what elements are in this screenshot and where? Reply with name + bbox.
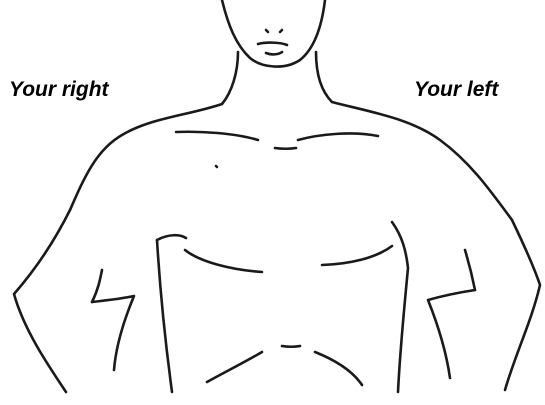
arm-right-inner-upper [465, 250, 475, 290]
clavicle-right [298, 133, 378, 140]
patient-right-label: Your right [9, 79, 109, 100]
arm-left-inner [92, 296, 134, 370]
rib-line-right [315, 352, 362, 385]
neck-right [316, 52, 332, 102]
shoulder-right-outline [332, 102, 512, 220]
lower-lip [266, 52, 282, 54]
shoulder-left-outline [70, 104, 222, 210]
armpit-left [157, 235, 186, 240]
arm-left-outer [14, 210, 70, 392]
arm-left-inner-upper [92, 270, 102, 302]
arm-right-inner [428, 290, 475, 378]
pectoral-right [322, 246, 392, 265]
patient-left-label: Your left [414, 79, 498, 100]
chest-dot [216, 166, 217, 167]
nose-left [266, 30, 268, 32]
neck-left [222, 52, 238, 104]
rib-line-left [207, 352, 262, 382]
torso-left-side [157, 240, 172, 392]
arm-right-outer [505, 220, 540, 390]
torso-right-side [392, 222, 408, 392]
clavicle-left [176, 132, 258, 140]
pectoral-left [185, 250, 262, 272]
nose-right [280, 30, 282, 32]
navel-line [282, 346, 300, 347]
sternal-notch [275, 148, 296, 149]
mouth [258, 43, 287, 45]
